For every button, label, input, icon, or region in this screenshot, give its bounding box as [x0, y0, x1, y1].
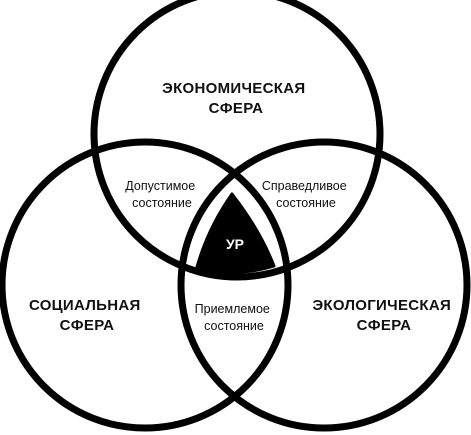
economic-sphere-circle	[90, 0, 384, 281]
economic-social-line1: Допустимое	[125, 179, 195, 193]
social-sphere-label: СОЦИАЛЬНАЯ СФЕРА	[29, 297, 145, 334]
economic-ecological-line2: состояние	[276, 196, 336, 210]
social-sphere-circle	[0, 138, 292, 432]
ecological-sphere-line2: СФЕРА	[357, 317, 412, 334]
ecological-sphere-circle	[177, 138, 471, 432]
core-intersection	[195, 192, 276, 274]
economic-sphere-label: ЭКОНОМИЧЕСКАЯ СФЕРА	[162, 80, 310, 117]
economic-ecological-line1: Справедливое	[262, 179, 347, 193]
social-sphere-line2: СФЕРА	[60, 317, 115, 334]
social-ecological-overlap-label: Приемлемое состояние	[195, 302, 274, 333]
social-ecological-line2: состояние	[204, 319, 264, 333]
economic-ecological-overlap-label: Справедливое состояние	[262, 179, 350, 210]
center-label: УР	[226, 236, 244, 252]
ecological-sphere-label: ЭКОЛОГИЧЕСКАЯ СФЕРА	[312, 297, 455, 334]
social-ecological-line1: Приемлемое	[195, 302, 270, 316]
economic-sphere-line1: ЭКОНОМИЧЕСКАЯ	[162, 80, 305, 97]
economic-sphere-line2: СФЕРА	[209, 100, 264, 117]
ecological-sphere-line1: ЭКОЛОГИЧЕСКАЯ	[312, 297, 451, 314]
economic-social-overlap-label: Допустимое состояние	[125, 179, 198, 210]
economic-social-line2: состояние	[132, 196, 192, 210]
social-sphere-line1: СОЦИАЛЬНАЯ	[29, 297, 141, 314]
